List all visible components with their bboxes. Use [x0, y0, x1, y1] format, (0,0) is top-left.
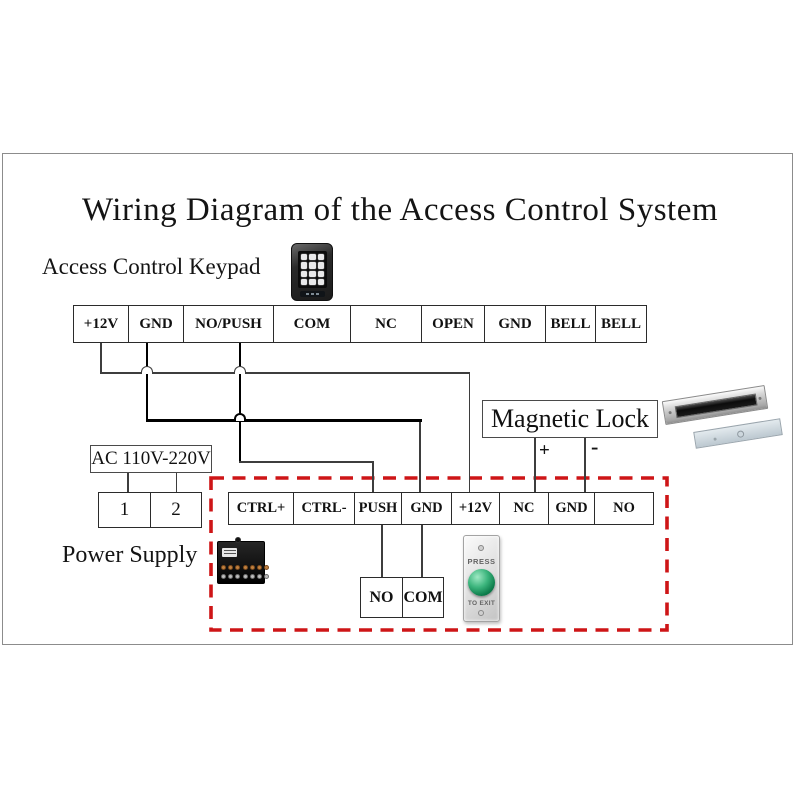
- page-title: Wiring Diagram of the Access Control Sys…: [81, 192, 719, 228]
- wire-keypad-12v-down: [100, 343, 102, 373]
- terminal-cell: +12V: [451, 493, 499, 524]
- screw-icon: [478, 610, 484, 616]
- terminal-cell: PUSH: [354, 493, 401, 524]
- terminal-cell: GND: [484, 306, 545, 342]
- ac-input-box: AC 110V-220V: [90, 445, 212, 473]
- terminal-cell: 1: [99, 493, 150, 527]
- wire-keypad-12v-across: [100, 372, 470, 374]
- power-supply-dashed-box: [209, 476, 669, 632]
- keypad-display: [300, 291, 325, 297]
- controller-terminal-strip: CTRL+ CTRL- PUSH GND +12V NC GND NO: [228, 492, 654, 525]
- exit-button-toexit-text: TO EXIT: [467, 600, 496, 607]
- ac-input-label: AC 110V-220V: [91, 448, 211, 469]
- terminal-cell: GND: [548, 493, 594, 524]
- access-keypad-image: [291, 243, 333, 301]
- ac-terminal-strip: 1 2: [98, 492, 202, 528]
- wire-keypad-gnd-to-psu: [419, 421, 421, 492]
- terminal-cell: COM: [402, 578, 443, 617]
- terminal-cell: NC: [350, 306, 421, 342]
- wire-keypad-12v-to-psu: [468, 372, 470, 492]
- wire-ac-terminal-1: [127, 473, 129, 492]
- terminal-cell: 2: [150, 493, 201, 527]
- maglock-body: [661, 385, 769, 425]
- terminal-cell: GND: [401, 493, 451, 524]
- wire-ac-terminal-2: [175, 473, 177, 492]
- maglock-minus-label: -: [591, 434, 599, 459]
- screw-icon: [478, 545, 484, 551]
- magnetic-lock-box: Magnetic Lock: [482, 400, 658, 438]
- terminal-cell: BELL: [545, 306, 595, 342]
- wire-nopush-down: [238, 343, 241, 462]
- terminal-cell: +12V: [74, 306, 128, 342]
- terminal-cell: CTRL+: [229, 493, 293, 524]
- wire-keypad-gnd-down: [145, 343, 148, 421]
- magnetic-lock-image: [658, 378, 798, 464]
- power-supply-image: [217, 537, 270, 584]
- wire-maglock-minus: [584, 438, 586, 492]
- keypad-label: Access Control Keypad: [42, 254, 261, 279]
- wire-nopush-across: [239, 461, 373, 463]
- terminal-cell: NO: [594, 493, 653, 524]
- terminal-cell: BELL: [595, 306, 646, 342]
- wire-nopush-to-push: [372, 461, 374, 492]
- magnetic-lock-label: Magnetic Lock: [490, 404, 650, 433]
- maglock-armature-plate: [693, 418, 783, 449]
- wire-push-to-no: [381, 525, 383, 577]
- terminal-cell: NO: [361, 578, 402, 617]
- terminal-cell: NC: [499, 493, 548, 524]
- wire-hop: [234, 366, 246, 374]
- wire-gnd-to-com: [421, 525, 423, 577]
- exit-button-image: PRESS TO EXIT: [463, 535, 500, 622]
- terminal-cell: NO/PUSH: [183, 306, 273, 342]
- wire-hop: [234, 413, 246, 421]
- maglock-plus-label: +: [539, 440, 550, 461]
- terminal-cell: CTRL-: [293, 493, 354, 524]
- power-supply-label: Power Supply: [62, 542, 198, 568]
- terminal-cell: COM: [273, 306, 350, 342]
- exit-button-dome: [468, 569, 495, 596]
- keypad-keys: [298, 251, 327, 288]
- keypad-terminal-strip: +12V GND NO/PUSH COM NC OPEN GND BELL BE…: [73, 305, 647, 343]
- terminal-cell: OPEN: [421, 306, 484, 342]
- wire-maglock-plus: [534, 438, 536, 492]
- wire-hop: [141, 366, 153, 374]
- terminal-cell: GND: [128, 306, 183, 342]
- diagram-border-frame: [2, 153, 793, 645]
- relay-contact-box: NO COM: [360, 577, 444, 618]
- exit-button-press-text: PRESS: [467, 557, 496, 566]
- wire-keypad-gnd-across: [145, 419, 422, 422]
